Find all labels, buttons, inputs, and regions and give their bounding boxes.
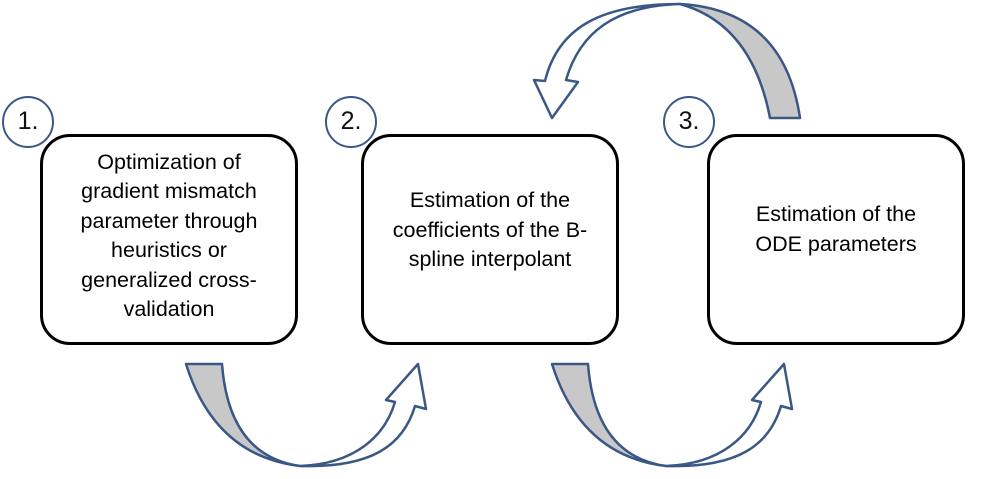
step-1-text: Optimization of gradient mismatch parame… <box>80 149 258 322</box>
step-1-number: 1. <box>17 107 39 135</box>
step-3-box: Estimation of the ODE parameters <box>707 134 965 345</box>
arrow-step2-to-step3 <box>550 362 794 468</box>
step-2-number: 2. <box>340 107 362 135</box>
step-2-number-badge: 2. <box>325 96 377 148</box>
step-1-box: Optimization of gradient mismatch parame… <box>40 134 298 345</box>
step-1-number-badge: 1. <box>2 96 54 148</box>
step-2-box: Estimation of the coefficients of the B-… <box>361 134 619 345</box>
feedback-white-body <box>532 2 682 120</box>
step-2-text: Estimation of the coefficients of the B-… <box>392 188 588 272</box>
step-3-number-badge: 3. <box>663 96 715 148</box>
arrow-step1-to-step2 <box>184 362 428 468</box>
step-3-number: 3. <box>678 107 700 135</box>
step-3-text: Estimation of the ODE parameters <box>755 202 917 256</box>
arrow-step3-to-step2-feedback <box>532 2 802 120</box>
